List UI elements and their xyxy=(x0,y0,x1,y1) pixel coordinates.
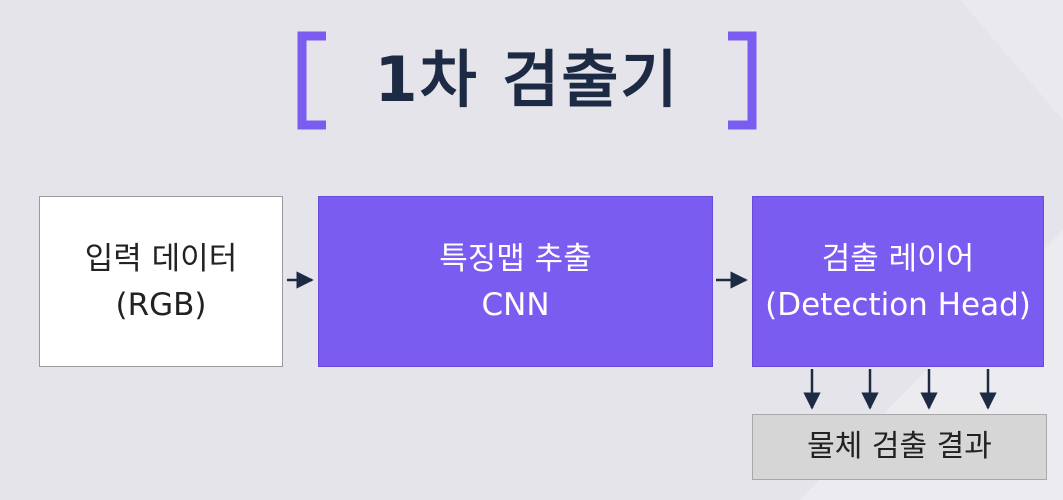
detection-result-box: 물체 검출 결과 xyxy=(752,414,1047,480)
feature-extraction-sublabel: CNN xyxy=(481,286,550,323)
left-bracket-icon xyxy=(297,31,326,130)
title-group: 1차 검출기 xyxy=(292,28,762,133)
detection-head-box: 검출 레이어 (Detection Head) xyxy=(752,196,1044,367)
page-title: 1차 검출기 xyxy=(374,43,680,116)
input-data-label: 입력 데이터 xyxy=(84,240,238,277)
detection-head-sublabel: (Detection Head) xyxy=(765,286,1031,323)
detection-head-label: 검출 레이어 xyxy=(821,240,975,277)
input-data-box: 입력 데이터 (RGB) xyxy=(39,196,283,367)
right-bracket-icon xyxy=(728,31,757,130)
detection-result-label: 물체 검출 결과 xyxy=(807,429,992,464)
feature-extraction-box: 특징맵 추출 CNN xyxy=(318,196,713,367)
input-data-sublabel: (RGB) xyxy=(115,286,207,323)
feature-extraction-label: 특징맵 추출 xyxy=(439,240,592,277)
